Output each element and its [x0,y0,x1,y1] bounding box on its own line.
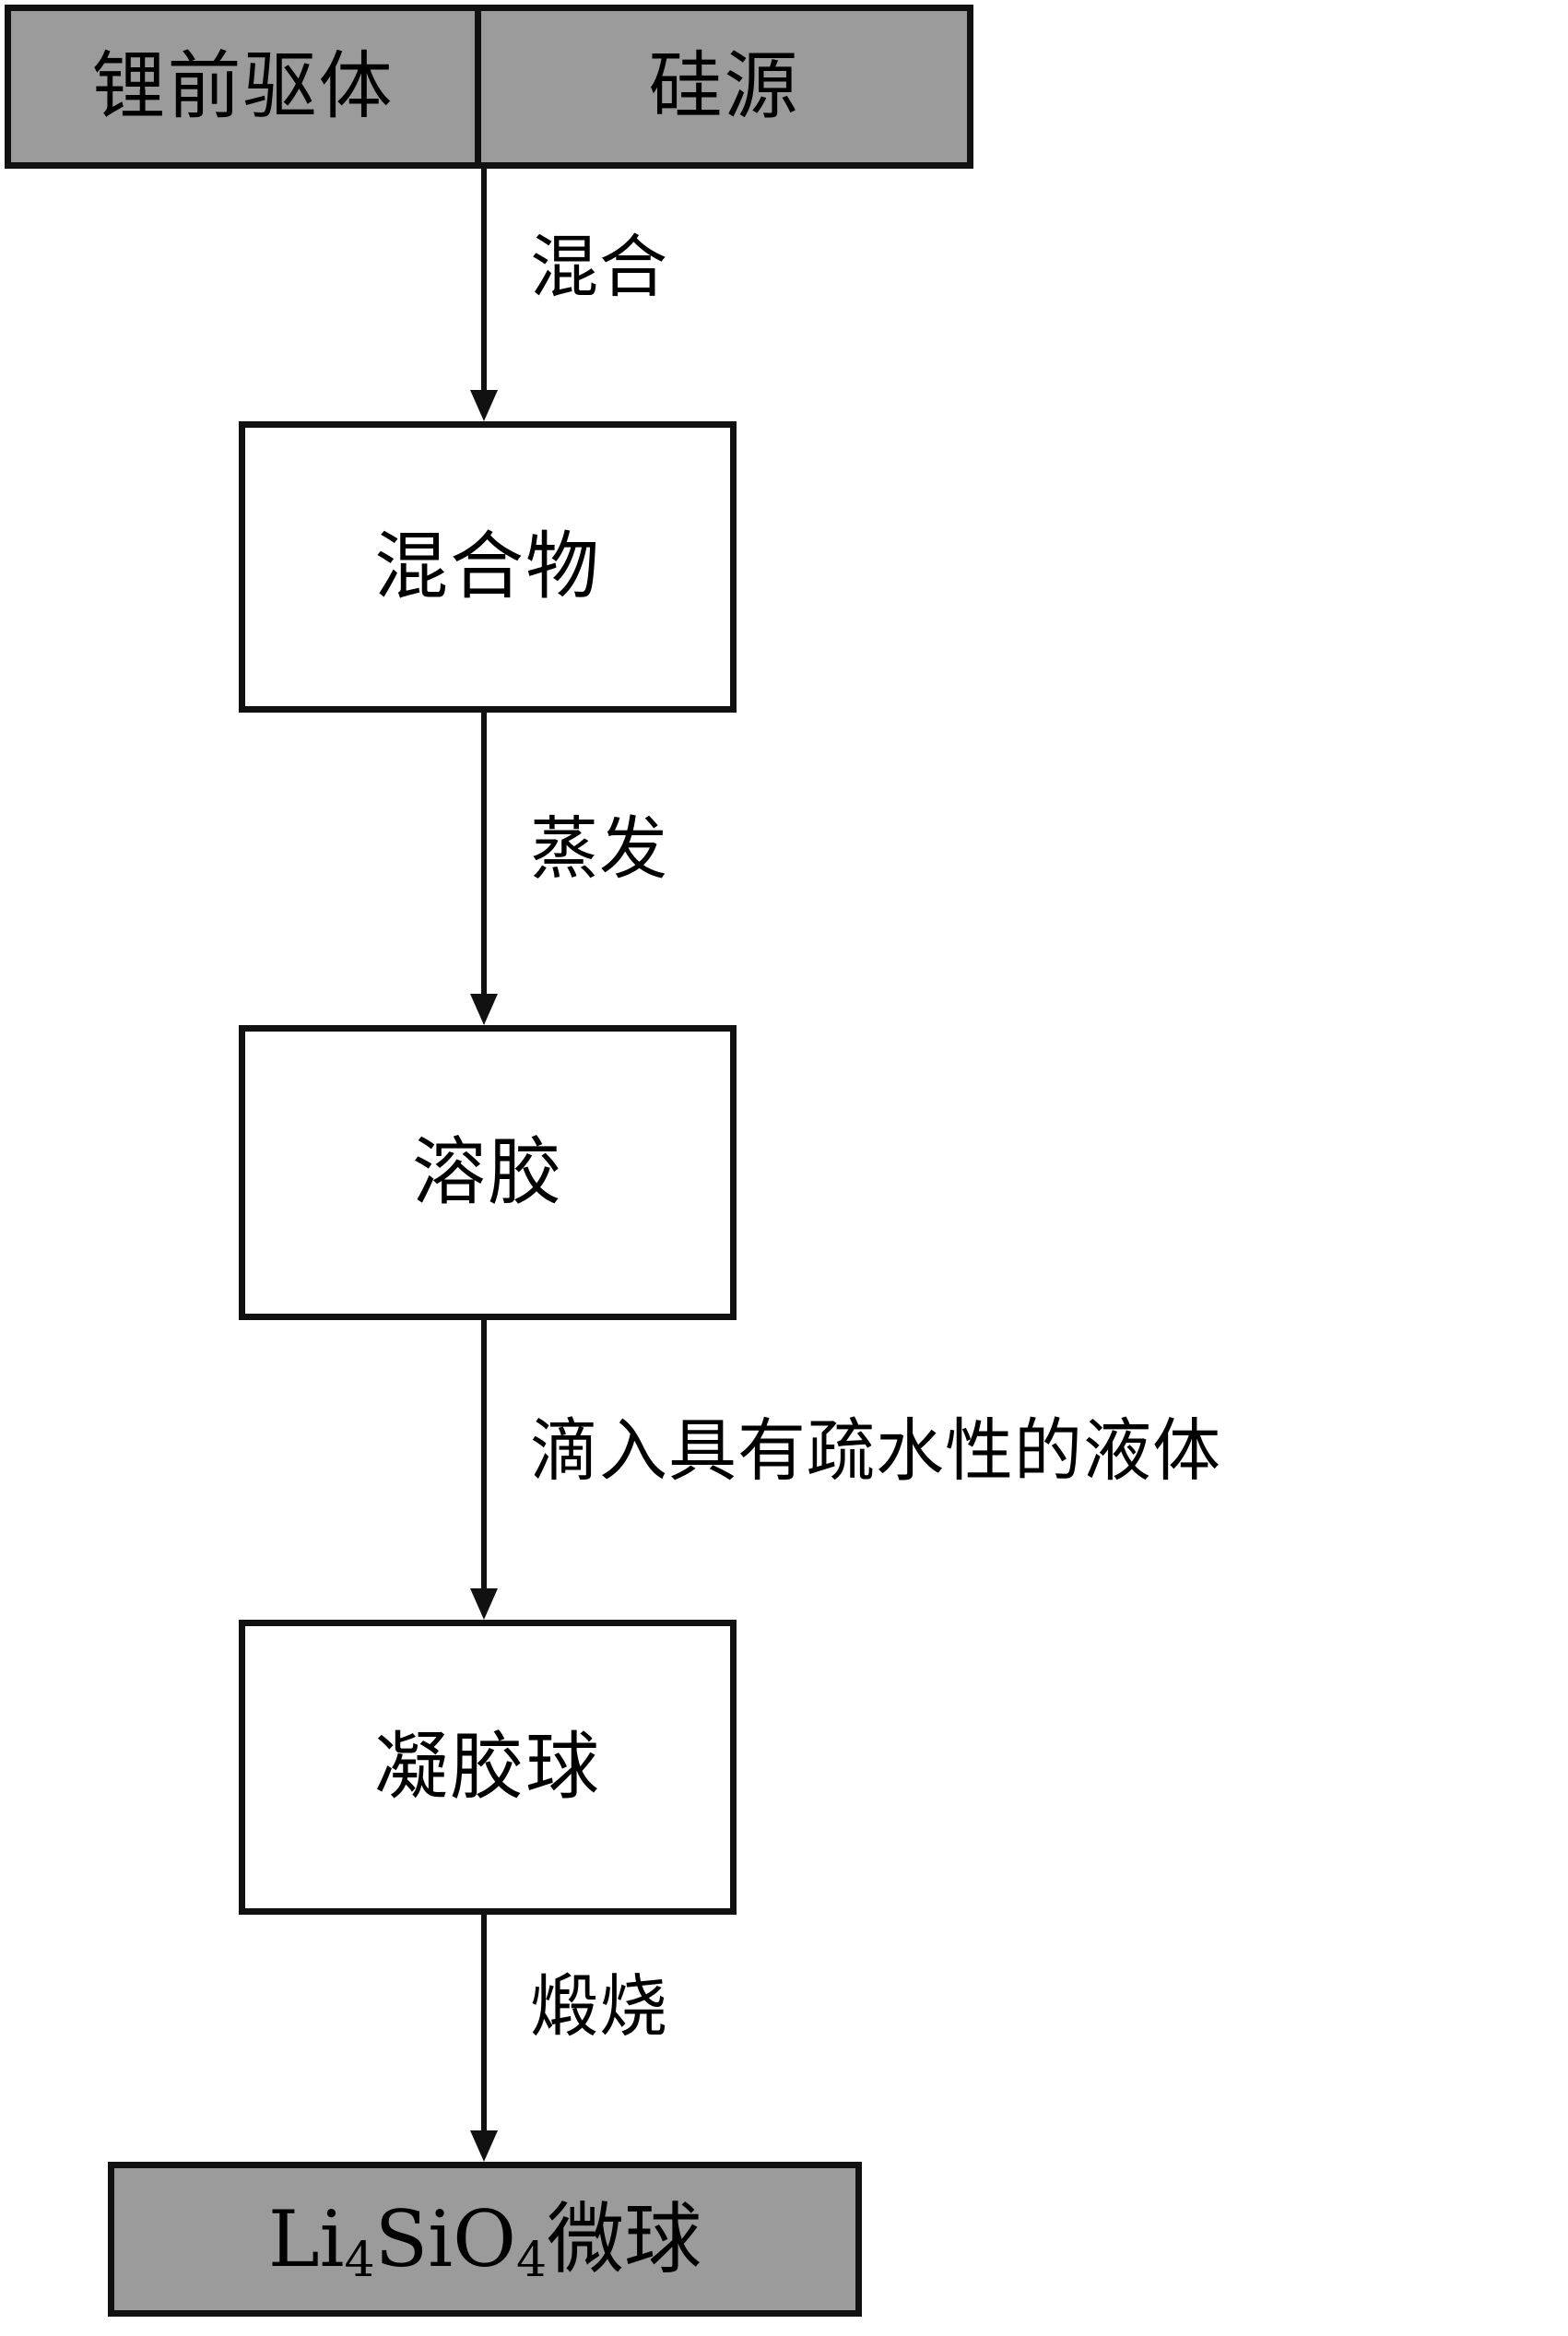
node-lithium-precursor[interactable]: 锂前驱体 [11,11,481,162]
source-boxes-row: 锂前驱体 硅源 [5,5,973,169]
connector-line [481,713,487,997]
arrowhead-icon [470,390,498,421]
node-silicon-source[interactable]: 硅源 [481,11,967,162]
node-sol[interactable]: 溶胶 [239,1025,737,1320]
node-sol-label: 溶胶 [412,1129,563,1215]
edge-label-evaporate: 蒸发 [530,809,668,889]
node-gel-sphere-label: 凝胶球 [374,1724,601,1810]
edge-label-mix: 混合 [530,228,668,307]
node-product[interactable]: Li4SiO4微球 [108,2162,862,2317]
edge-label-calcine: 煅烧 [530,1967,668,2047]
edge-label-drip: 滴入具有疏水性的液体 [530,1411,1221,1491]
node-mixture-label: 混合物 [374,524,601,609]
node-silicon-source-label: 硅源 [648,43,800,129]
arrowhead-icon [470,1588,498,1620]
node-gel-sphere[interactable]: 凝胶球 [239,1620,737,1915]
arrowhead-icon [470,2130,498,2162]
node-product-label: Li4SiO4微球 [267,2194,702,2289]
node-mixture[interactable]: 混合物 [239,421,737,713]
connector-line [481,1915,487,2134]
node-lithium-precursor-label: 锂前驱体 [91,43,395,129]
connector-line [481,169,487,394]
arrowhead-icon [470,994,498,1025]
connector-line [481,1320,487,1592]
